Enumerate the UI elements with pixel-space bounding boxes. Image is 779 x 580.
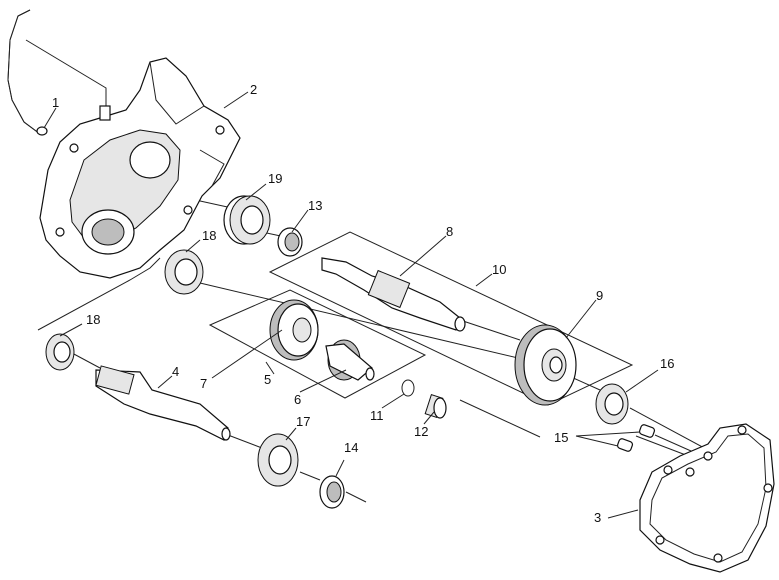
callout-7: 7 (200, 376, 207, 391)
leader-lines (43, 91, 659, 519)
callout-1: 1 (52, 95, 59, 110)
countershaft-8 (321, 257, 466, 332)
callout-16: 16 (660, 356, 674, 371)
callout-10: 10 (492, 262, 506, 277)
bearing-18-lower (45, 333, 75, 371)
callout-5: 5 (264, 372, 271, 387)
circlip-11 (401, 379, 415, 397)
output-shaft-4 (95, 365, 231, 441)
oil-seal-13 (277, 227, 303, 257)
breather-tube (7, 9, 107, 136)
bearing-18-upper (164, 249, 204, 295)
gear-7 (269, 299, 319, 361)
callout-19: 19 (268, 171, 282, 186)
callout-15: 15 (554, 430, 568, 445)
oil-seal-14 (319, 475, 345, 509)
gear-6 (325, 339, 375, 381)
gasket-3 (639, 423, 775, 573)
callout-12: 12 (414, 424, 428, 439)
callout-9: 9 (596, 288, 603, 303)
gear-9 (514, 324, 577, 406)
callout-18-lower: 18 (86, 312, 100, 327)
callout-6: 6 (294, 392, 301, 407)
bearing-16 (595, 383, 629, 425)
callout-2: 2 (250, 82, 257, 97)
callout-13: 13 (308, 198, 322, 213)
dowel-pins-15 (616, 424, 656, 452)
callout-4: 4 (172, 364, 179, 379)
bushing-12 (424, 394, 447, 419)
callout-3: 3 (594, 510, 601, 525)
bearing-19 (223, 195, 271, 245)
callout-14: 14 (344, 440, 358, 455)
bearing-17 (257, 433, 299, 487)
callout-11: 11 (370, 408, 384, 423)
callout-17: 17 (296, 414, 310, 429)
crankcase-housing (39, 57, 241, 279)
callout-labels: 1 2 3 4 5 6 7 8 9 10 11 12 13 14 15 16 1… (52, 82, 674, 525)
shaft-group-outlines (37, 231, 634, 406)
callout-8: 8 (446, 224, 453, 239)
callout-18-upper: 18 (202, 228, 216, 243)
